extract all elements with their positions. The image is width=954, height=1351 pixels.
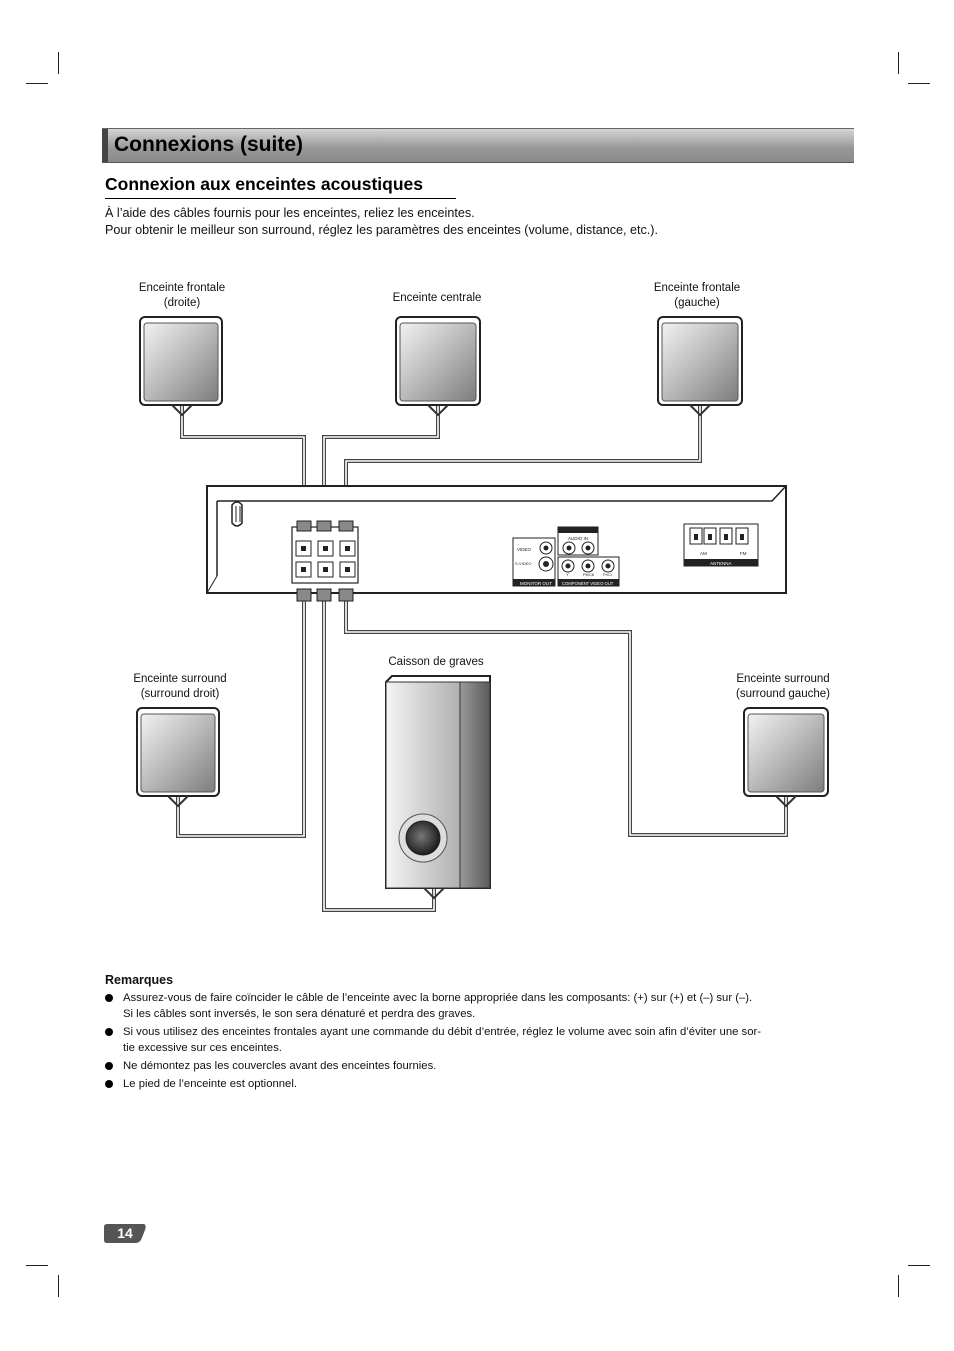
- speaker-surround-right: [136, 707, 220, 808]
- crop-mark: [898, 1275, 899, 1297]
- bullet-icon: [105, 1080, 113, 1088]
- remark-item: Assurez-vous de faire coïncider le câble…: [105, 990, 857, 1022]
- page-number: 14: [117, 1225, 133, 1241]
- speaker-center: [395, 316, 481, 417]
- video-label: VIDEO: [517, 547, 532, 552]
- remark-line: tie excessive sur ces enceintes.: [123, 1042, 282, 1054]
- crop-mark: [898, 52, 899, 74]
- section-underline: [105, 198, 456, 199]
- crop-mark: [26, 1265, 48, 1266]
- intro-line: À l’aide des câbles fournis pour les enc…: [105, 206, 475, 220]
- speaker-surround-left: [743, 707, 829, 808]
- label-line: (surround droit): [140, 688, 220, 700]
- speaker-cables: [176, 406, 788, 912]
- section-title: Connexion aux enceintes acoustiques: [105, 174, 423, 194]
- am-label: AM: [700, 551, 707, 556]
- antenna-label: ANTENNA: [710, 561, 732, 566]
- bullet-icon: [105, 994, 113, 1002]
- fm-label: FM: [740, 551, 747, 556]
- label-front-left: Enceinte frontale (gauche): [637, 281, 757, 311]
- remark-line: Ne démontez pas les couvercles avant des…: [123, 1060, 437, 1072]
- remark-line: Si vous utilisez des enceintes frontales…: [123, 1026, 762, 1038]
- speaker-plugs-bottom: [296, 588, 354, 602]
- label-line: Enceinte surround: [736, 673, 830, 685]
- speaker-plugs-top: [296, 520, 354, 532]
- label-line: (gauche): [674, 297, 720, 309]
- speaker-front-right: [139, 316, 223, 417]
- label-surround-right: Enceinte surround (surround droit): [115, 672, 245, 702]
- label-center: Enceinte centrale: [377, 291, 497, 306]
- y-label: Y: [566, 572, 569, 577]
- remarks-heading: Remarques: [105, 973, 174, 987]
- bullet-icon: [105, 1062, 113, 1070]
- crop-mark: [26, 83, 48, 84]
- remark-line: Le pied de l’enceinte est optionnel.: [123, 1078, 297, 1090]
- component-out-label: COMPONENT VIDEO OUT: [562, 581, 614, 586]
- audio-in-label: AUDIO IN: [568, 536, 588, 541]
- remark-item: Ne démontez pas les couvercles avant des…: [105, 1058, 857, 1074]
- page-badge-shape: [104, 1224, 146, 1243]
- subwoofer: [385, 675, 491, 900]
- intro-text: À l’aide des câbles fournis pour les enc…: [105, 205, 658, 239]
- remark-line: Si les câbles sont inversés, le son sera…: [123, 1008, 476, 1020]
- crop-mark: [908, 83, 930, 84]
- intro-line: Pour obtenir le meilleur son surround, r…: [105, 223, 658, 237]
- pr-label: Pr/Cr: [603, 572, 613, 577]
- label-line: Enceinte frontale: [653, 282, 741, 294]
- remark-item: Le pied de l’enceinte est optionnel.: [105, 1076, 857, 1092]
- title-bar: [102, 128, 854, 163]
- monitor-out-label: MONITOR OUT: [520, 581, 552, 586]
- crop-mark: [58, 52, 59, 74]
- remark-item: Si vous utilisez des enceintes frontales…: [105, 1024, 857, 1056]
- label-surround-left: Enceinte surround (surround gauche): [718, 672, 848, 702]
- page-title: Connexions (suite): [114, 133, 304, 156]
- label-line: Enceinte centrale: [392, 292, 482, 304]
- crop-mark: [908, 1265, 930, 1266]
- pb-label: Pb/Cb: [583, 572, 595, 577]
- crop-mark: [58, 1275, 59, 1297]
- remarks-list: Assurez-vous de faire coïncider le câble…: [105, 990, 857, 1094]
- remark-line: Assurez-vous de faire coïncider le câble…: [123, 992, 753, 1004]
- label-line: Caisson de graves: [388, 656, 484, 668]
- label-subwoofer: Caisson de graves: [371, 655, 501, 670]
- page-number-badge: 14: [103, 1222, 147, 1244]
- label-front-right: Enceinte frontale (droite): [122, 281, 242, 311]
- bullet-icon: [105, 1028, 113, 1036]
- label-line: Enceinte surround: [133, 673, 227, 685]
- svideo-label: S-VIDEO: [515, 561, 531, 566]
- label-line: Enceinte frontale: [138, 282, 226, 294]
- speaker-front-left: [657, 316, 743, 417]
- label-line: (surround gauche): [736, 688, 830, 700]
- label-line: (droite): [163, 297, 201, 309]
- receiver-rear-panel: VIDEO S-VIDEO MONITOR OUT AUDIO IN Y Pb/…: [206, 485, 787, 602]
